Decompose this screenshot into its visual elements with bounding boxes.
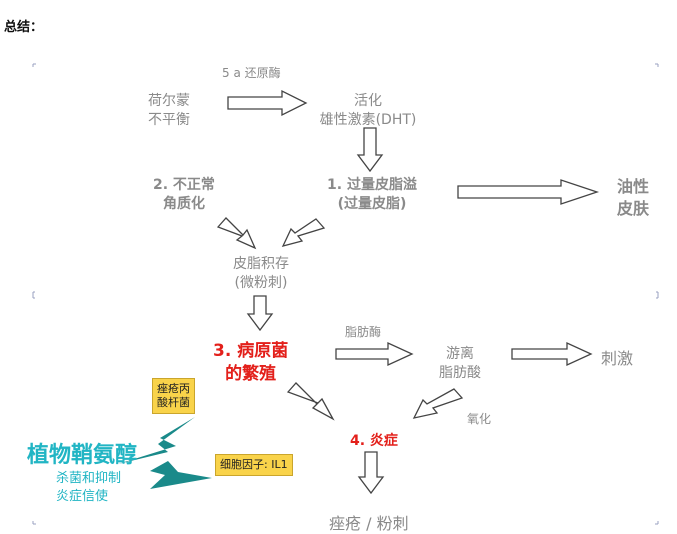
- badge-propionibacterium: 痤疮丙 酸杆菌: [152, 378, 195, 414]
- plant-sphingosine-title: 植物鞘氨醇: [27, 443, 138, 468]
- label-lipase: 脂肪酶: [345, 325, 382, 339]
- badge-cytokine-il1: 细胞因子: IL1: [215, 454, 293, 476]
- node-activated-dht: 活化 雄性激素(DHT): [318, 92, 418, 130]
- node-pathogen-growth-line2: 的繁殖: [225, 364, 277, 384]
- node-inflammation: 4. 炎症: [350, 433, 398, 449]
- node-excess-sebum-line2: (过量皮脂): [337, 196, 407, 212]
- node-hormone-imbalance: 荷尔蒙 不平衡: [148, 92, 190, 130]
- node-abnormal-keratinization-line2: 角质化: [162, 196, 205, 212]
- node-oily-skin-line2: 皮肤: [617, 199, 650, 218]
- node-abnormal-keratinization: 2. 不正常 角质化: [153, 176, 215, 214]
- label-oxidation: 氧化: [467, 412, 492, 426]
- node-pathogen-growth: 3. 病原菌 的繁殖: [213, 340, 288, 386]
- arrow-pathogen-to-inflammation: [286, 382, 335, 421]
- node-activated-dht-line2: 雄性激素(DHT): [319, 112, 417, 128]
- node-oily-skin: 油性 皮肤: [617, 176, 649, 220]
- plant-effects-line1: 杀菌和抑制: [56, 471, 122, 486]
- arrow-fatty-acids-to-irritation: [511, 341, 593, 367]
- node-sebum-buildup-line1: 皮脂积存: [233, 256, 289, 272]
- node-oily-skin-line1: 油性: [617, 177, 650, 196]
- badge-propionibacterium-line1: 痤疮丙: [157, 382, 190, 395]
- node-free-fatty-acids-line1: 游离: [446, 346, 474, 362]
- page-heading: 总结：: [4, 20, 44, 35]
- node-excess-sebum-line1: 1. 过量皮脂溢: [327, 177, 417, 193]
- node-irritation: 刺激: [601, 349, 634, 368]
- lightning-bolt-lower-icon: [150, 461, 212, 489]
- arrow-inflammation-to-acne: [357, 451, 385, 495]
- plant-effects: 杀菌和抑制 炎症信使: [56, 470, 121, 506]
- node-pathogen-growth-line1: 3. 病原菌: [213, 341, 289, 361]
- plant-effects-line2: 炎症信使: [56, 489, 109, 504]
- arrow-hormone-to-dht: [227, 89, 308, 117]
- arrow-fatty-acids-to-inflammation: [412, 388, 464, 419]
- lightning-bolt-upper-icon: [118, 417, 195, 464]
- badge-propionibacterium-line2: 酸杆菌: [157, 396, 190, 409]
- node-excess-sebum: 1. 过量皮脂溢 (过量皮脂): [317, 176, 427, 214]
- node-acne-result: 痤疮 / 粉刺: [329, 514, 409, 533]
- arrow-sebum-to-buildup: [281, 218, 326, 247]
- arrow-keratinization-to-buildup: [216, 217, 257, 250]
- node-abnormal-keratinization-line1: 2. 不正常: [153, 177, 215, 193]
- node-hormone-imbalance-line2: 不平衡: [148, 112, 190, 128]
- frame-corner-marks: [32, 63, 659, 525]
- node-sebum-buildup: 皮脂积存 (微粉刺): [233, 255, 289, 293]
- node-hormone-imbalance-line1: 荷尔蒙: [148, 93, 190, 109]
- label-5a-reductase: 5 a 还原酶: [222, 66, 281, 80]
- node-activated-dht-line1: 活化: [354, 93, 382, 109]
- node-sebum-buildup-line2: (微粉刺): [234, 275, 288, 291]
- node-free-fatty-acids-line2: 脂肪酸: [439, 365, 481, 381]
- arrow-dht-to-sebum: [356, 127, 384, 173]
- arrow-buildup-to-pathogen: [246, 295, 274, 332]
- arrow-sebum-to-oily-skin: [457, 179, 600, 205]
- node-free-fatty-acids: 游离 脂肪酸: [439, 345, 481, 383]
- arrow-pathogen-to-fatty-acids: [335, 341, 414, 367]
